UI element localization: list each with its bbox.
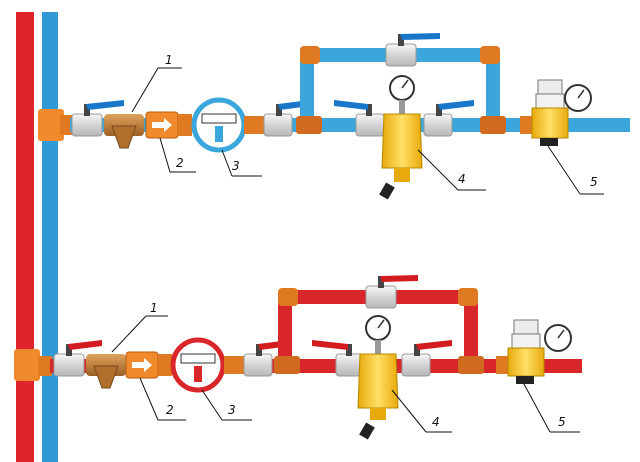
water-meter [170, 337, 226, 393]
callout-label: 2 [176, 156, 184, 170]
strainer [86, 354, 126, 389]
pressure-regulator-icon [507, 347, 545, 377]
valve-handle-icon [380, 275, 418, 282]
callout-2: 2 [139, 377, 186, 421]
valve-handle-icon [312, 340, 348, 350]
callout-label: 1 [150, 301, 158, 315]
ball-valve-3 [312, 340, 365, 377]
callout-label: 4 [458, 172, 466, 186]
pressure-regulator [507, 319, 572, 384]
cold-riser [42, 12, 58, 462]
filter [379, 75, 423, 200]
hot-riser [16, 12, 34, 462]
valve-handle-icon [86, 100, 124, 110]
strainer-icon [111, 125, 137, 149]
valve-handle-icon [438, 100, 474, 110]
check-valve-arrow-icon [152, 118, 172, 132]
filter-icon [357, 353, 399, 409]
callout-label: 1 [165, 53, 173, 67]
callout-label: 4 [432, 415, 440, 429]
callout-5: 5 [547, 145, 604, 195]
cold-line: 1 2 3 4 5 [38, 33, 630, 200]
valve-handle-icon [334, 100, 368, 110]
callout-label: 3 [228, 403, 236, 417]
callout-1: 1 [111, 301, 168, 353]
check-valve-arrow-icon [132, 358, 152, 372]
filter-icon [381, 113, 423, 169]
pressure-regulator [531, 79, 592, 146]
bypass-valve [365, 275, 418, 309]
hot-line: 1 2 3 4 5 [14, 275, 582, 440]
strainer [104, 114, 144, 149]
callout-3: 3 [201, 389, 252, 421]
water-meter-icon [170, 337, 226, 393]
callout-label: 2 [166, 403, 174, 417]
check-valve [145, 111, 192, 139]
callout-1: 1 [131, 53, 182, 113]
ball-valve [71, 100, 124, 137]
filter [357, 315, 399, 440]
valve-handle-icon [400, 33, 440, 40]
callout-5: 5 [523, 383, 580, 433]
ball-valve-3 [334, 100, 385, 137]
callout-label: 5 [558, 415, 566, 429]
callout-label: 3 [232, 159, 240, 173]
ball-valve [53, 340, 102, 377]
callout-3: 3 [221, 149, 262, 177]
callout-4: 4 [417, 149, 486, 191]
water-meter-icon [191, 97, 247, 153]
strainer-icon [93, 365, 119, 389]
callout-label: 5 [590, 175, 598, 189]
cold-tee [38, 109, 64, 141]
check-valve [125, 351, 172, 379]
callout-4: 4 [391, 389, 452, 433]
ball-valve-4 [423, 100, 474, 137]
water-meter [191, 97, 247, 153]
ball-valve-4 [401, 340, 452, 377]
valve-handle-icon [68, 340, 102, 350]
hot-tee [14, 349, 40, 381]
bypass-valve [385, 33, 440, 67]
valve-handle-icon [416, 340, 452, 350]
callout-2: 2 [159, 137, 196, 173]
pressure-regulator-icon [531, 107, 569, 139]
